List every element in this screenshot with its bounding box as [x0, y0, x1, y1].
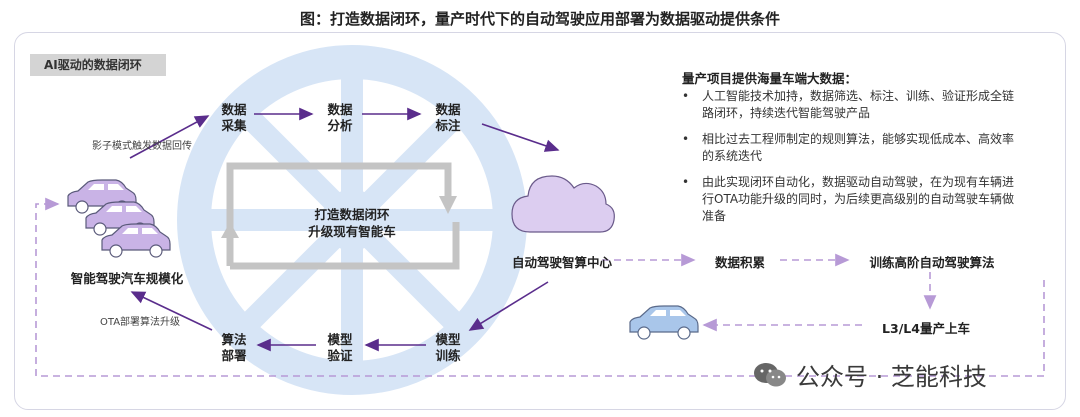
bullet-item: 相比过去工程师制定的规则算法，能够实现低成本、高效率的系统迭代	[680, 131, 1015, 165]
car-icon	[67, 179, 171, 258]
compute-center-label: 自动驾驶智算中心	[511, 255, 612, 270]
watermark-text: 公众号 · 芝能科技	[796, 363, 987, 391]
loop-center-text: 打造数据闭环升级现有智能车	[308, 207, 396, 239]
right-panel-bullets: 人工智能技术加持，数据筛选、标注、训练、验证形成全链路闭环，持续迭代智能驾驶产品…	[680, 88, 1015, 234]
wechat-watermark: 公众号 · 芝能科技	[752, 357, 987, 392]
cloud-icon	[511, 175, 615, 233]
node-data-collection: 数据采集	[221, 102, 247, 133]
node-model-training: 模型训练	[435, 332, 461, 363]
bullet-item: 由此实现闭环自动化，数据驱动自动驾驶，在为现有车辆进行OTA功能升级的同时，为后…	[680, 174, 1015, 225]
diagram-frame	[14, 32, 1066, 410]
diagram-title: 图：打造数据闭环，量产时代下的自动驾驶应用部署为数据驱动提供条件	[0, 8, 1080, 29]
shadow-mode-label: 影子模式触发数据回传	[92, 141, 192, 152]
right-panel-heading: 量产项目提供海量车端大数据：	[682, 71, 858, 86]
section-tag: AI驱动的数据闭环	[30, 54, 166, 76]
fleet-label: 智能驾驶汽车规模化	[70, 271, 184, 286]
node-model-verification: 模型验证	[327, 332, 353, 363]
ota-label: OTA部署算法升级	[100, 317, 181, 328]
node-data-analysis: 数据分析	[327, 102, 353, 133]
bullet-item: 人工智能技术加持，数据筛选、标注、训练、验证形成全链路闭环，持续迭代智能驾驶产品	[680, 88, 1015, 122]
wechat-icon	[754, 362, 786, 386]
data-accumulation-label: 数据积累	[714, 255, 765, 270]
node-data-annotation: 数据标注	[435, 102, 461, 133]
mass-production-label: L3/L4量产上车	[882, 321, 970, 336]
train-advanced-label: 训练高阶自动驾驶算法	[869, 255, 995, 270]
node-algorithm-deployment: 算法部署	[221, 332, 247, 363]
production-car-icon	[629, 305, 699, 340]
